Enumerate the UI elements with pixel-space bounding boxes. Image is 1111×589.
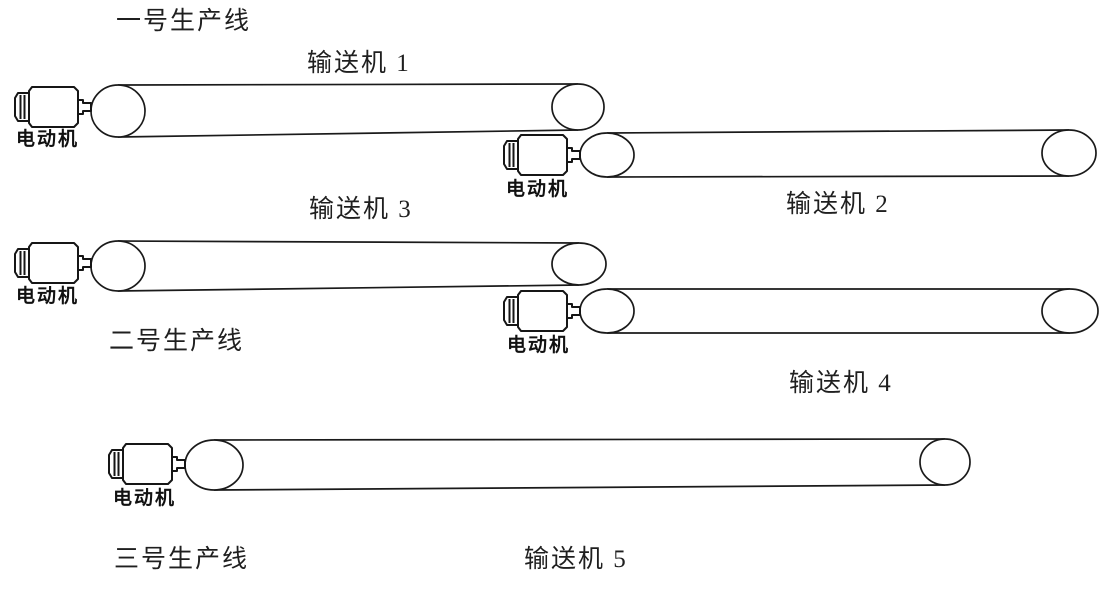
conveyor-3-drawing [90, 240, 607, 292]
conveyor-5-belt-top [213, 438, 946, 441]
conveyor-1-drive-pulley [90, 84, 146, 138]
motor-1-label: 电动机 [16, 129, 80, 150]
conveyor-1-label: 输送机 1 [307, 50, 411, 77]
production-line-1-label: 一号生产线 [116, 8, 252, 35]
motor-5-label: 电动机 [113, 488, 177, 509]
production-line-3-label: 三号生产线 [114, 546, 250, 573]
motor-2-label: 电动机 [506, 179, 570, 200]
conveyor-4-drawing [579, 288, 1099, 334]
motor-4-icon [503, 290, 581, 332]
conveyor-1-end-roller [551, 83, 605, 131]
conveyor-4-end-roller [1041, 288, 1099, 334]
conveyor-5-end-roller [919, 438, 971, 486]
conveyor-4-drive-pulley [579, 288, 635, 334]
conveyor-1-drawing [90, 83, 605, 138]
motor-3-icon [14, 242, 92, 284]
conveyor-5-belt-bottom [213, 484, 946, 491]
conveyor-1-belt-bottom [117, 129, 579, 138]
conveyor-5-label: 输送机 5 [524, 546, 628, 573]
conveyor-4-label: 输送机 4 [789, 370, 893, 397]
motor-5-icon [108, 443, 186, 485]
motor-3-label: 电动机 [16, 286, 80, 307]
motor-1-icon [14, 86, 92, 128]
production-line-2-label: 二号生产线 [109, 328, 245, 355]
conveyor-3-drive-pulley [90, 240, 146, 292]
conveyor-2-drive-pulley [579, 132, 635, 178]
conveyor-2-belt-top [606, 129, 1070, 134]
conveyor-2-label: 输送机 2 [786, 191, 890, 218]
conveyor-2-end-roller [1041, 129, 1097, 177]
conveyor-3-belt-top [117, 240, 580, 244]
conveyor-2-belt-bottom [606, 175, 1070, 178]
conveyor-3-label: 输送机 3 [309, 196, 413, 223]
conveyor-5-drawing [184, 438, 971, 491]
conveyor-1-belt-top [117, 83, 579, 86]
motor-4-label: 电动机 [507, 335, 571, 356]
conveyor-3-belt-bottom [117, 284, 580, 292]
conveyor-5-drive-pulley [184, 439, 244, 491]
conveyor-2-drawing [579, 129, 1097, 178]
motor-2-icon [503, 134, 581, 176]
conveyor-3-end-roller [551, 242, 607, 286]
